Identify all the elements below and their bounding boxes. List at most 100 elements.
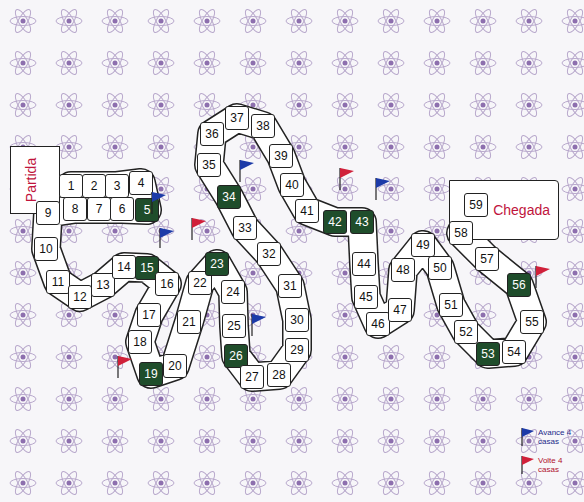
cell-label: 44 xyxy=(357,257,370,271)
cell-label: 36 xyxy=(205,127,218,141)
board-cell: 27 xyxy=(240,365,264,389)
cell-label: 33 xyxy=(238,221,251,235)
board-cell: 10 xyxy=(34,237,58,261)
board-cell: 41 xyxy=(295,199,319,223)
board-cell: 31 xyxy=(278,274,302,298)
board-cell: 11 xyxy=(46,270,70,294)
special-cell: 43 xyxy=(350,210,374,234)
start-label: Partida xyxy=(23,158,39,202)
cell-label: 29 xyxy=(290,343,303,357)
cell-label: 31 xyxy=(283,279,296,293)
cell-label: 25 xyxy=(227,319,240,333)
cell-label: 16 xyxy=(160,277,173,291)
cell-label: 11 xyxy=(52,275,64,289)
cell-label: 45 xyxy=(359,290,372,304)
cell-label: 24 xyxy=(226,285,239,299)
cell-label: 52 xyxy=(459,325,472,339)
special-cell: 42 xyxy=(323,210,347,234)
cell-label: 19 xyxy=(144,367,157,381)
track-fill xyxy=(46,118,532,377)
board-cell: 47 xyxy=(388,298,412,322)
board-cell: 38 xyxy=(251,114,275,138)
cell-label: 10 xyxy=(39,242,52,256)
board-cell: 55 xyxy=(520,310,544,334)
special-cell: 23 xyxy=(205,252,229,276)
cell-label: 55 xyxy=(525,315,538,329)
cell-label: 5 xyxy=(144,203,151,217)
board-cell: 2 xyxy=(82,174,106,198)
board-cell: 51 xyxy=(439,293,463,317)
board-cell: 8 xyxy=(63,197,87,221)
cell-label: 9 xyxy=(45,206,52,220)
finish-label: Chegada xyxy=(493,202,550,218)
cell-label: 22 xyxy=(193,276,206,290)
board-cell: 4 xyxy=(129,171,153,195)
board-cell: 20 xyxy=(163,354,187,378)
board-cell: 44 xyxy=(352,252,376,276)
blue-flag xyxy=(160,228,174,248)
board-cell: 7 xyxy=(87,197,111,221)
blue-flag xyxy=(240,160,254,182)
board-cell: 30 xyxy=(285,308,309,332)
board-cell: 37 xyxy=(225,106,249,130)
board-cell: 50 xyxy=(428,256,452,280)
board-cell: 16 xyxy=(155,272,179,296)
cell-label: 59 xyxy=(469,198,482,212)
board-cell: 35 xyxy=(197,153,221,177)
cell-label: 30 xyxy=(290,313,303,327)
cell-label: 40 xyxy=(285,178,298,192)
board-cell: 54 xyxy=(502,340,526,364)
special-cell: 56 xyxy=(507,273,531,297)
board-cell: 46 xyxy=(366,312,390,336)
cell-label: 41 xyxy=(300,204,313,218)
board-cell: 25 xyxy=(222,314,246,338)
board-cell: 24 xyxy=(221,280,245,304)
cell-label: 7 xyxy=(96,202,103,216)
board-cell: 57 xyxy=(475,247,499,271)
special-cell: 53 xyxy=(476,342,500,366)
blue-flag xyxy=(376,178,390,200)
legend-red-flag xyxy=(522,456,534,474)
cell-label: 15 xyxy=(140,261,153,275)
board-cell: 1 xyxy=(59,174,83,198)
board-cell: 28 xyxy=(267,363,291,387)
cell-label: 8 xyxy=(72,202,79,216)
board-cell: 17 xyxy=(137,303,161,327)
cell-label: 53 xyxy=(481,347,494,361)
cell-label: 50 xyxy=(433,261,446,275)
cell-label: 51 xyxy=(444,298,457,312)
board-cell: 48 xyxy=(391,258,415,282)
cell-label: 38 xyxy=(256,119,269,133)
board-cell: 3 xyxy=(105,174,129,198)
board-cell: 9 xyxy=(36,201,60,225)
red-flag xyxy=(340,168,354,190)
cell-label: 49 xyxy=(416,238,429,252)
cell-label: 57 xyxy=(480,252,493,266)
cell-label: 14 xyxy=(117,260,130,274)
cell-label: 20 xyxy=(168,359,181,373)
special-cell: 5 xyxy=(135,198,159,222)
blue-flag xyxy=(252,314,266,336)
track-outline xyxy=(46,118,532,377)
cell-label: 18 xyxy=(133,335,146,349)
board-cell: 32 xyxy=(257,242,281,266)
board-cell: 39 xyxy=(269,144,293,168)
board-cell: 36 xyxy=(200,122,224,146)
cell-label: 13 xyxy=(96,278,109,292)
cell-label: 58 xyxy=(454,226,467,240)
cell-label: 48 xyxy=(396,263,409,277)
board-cell: 29 xyxy=(285,338,309,362)
cell-label: 54 xyxy=(507,345,520,359)
cell-label: 43 xyxy=(355,215,368,229)
board-cell: 6 xyxy=(110,197,134,221)
board-cell: 49 xyxy=(411,233,435,257)
cell-label: 35 xyxy=(202,158,215,172)
board-cell: 59 xyxy=(464,193,488,217)
board-cell: 21 xyxy=(177,310,201,334)
cell-label: 12 xyxy=(73,290,86,304)
board-cell: 18 xyxy=(128,330,152,354)
special-cell: 34 xyxy=(217,185,241,209)
board-cell: 12 xyxy=(68,285,92,309)
cell-label: 46 xyxy=(371,317,384,331)
